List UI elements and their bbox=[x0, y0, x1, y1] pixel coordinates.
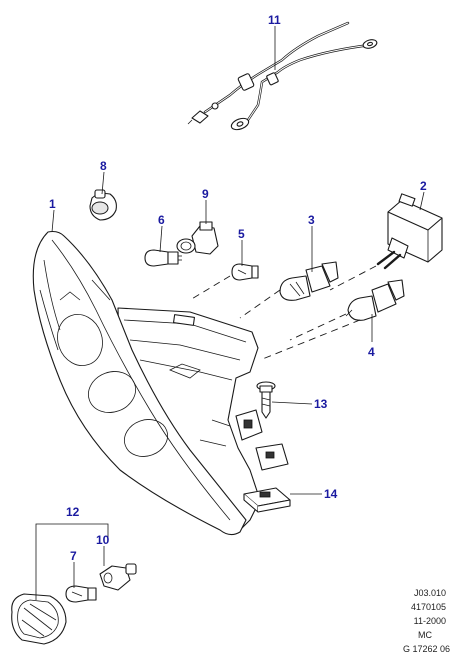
callout-13: 13 bbox=[314, 397, 328, 411]
wiring-harness bbox=[187, 21, 378, 131]
callout-5: 5 bbox=[238, 227, 245, 241]
small-bulb bbox=[144, 249, 182, 267]
leader-lines bbox=[35, 26, 425, 600]
reference-block: J03.010 4170105 11-2000 MC G 17262 06 bbox=[403, 588, 450, 654]
callout-8: 8 bbox=[100, 159, 107, 173]
ref-line-3: 11-2000 bbox=[414, 616, 446, 626]
lamp-assembly bbox=[32, 230, 261, 536]
callout-12: 12 bbox=[66, 505, 80, 519]
nut-plate-14 bbox=[243, 487, 291, 513]
headlamp-bulb-3 bbox=[279, 261, 339, 301]
bulb-holder bbox=[176, 221, 219, 255]
connector-plug bbox=[376, 193, 443, 270]
callouts: 11 8 2 9 1 6 3 5 4 13 14 12 10 7 bbox=[49, 13, 427, 563]
alignment-lines bbox=[189, 265, 377, 361]
ref-line-1: J03.010 bbox=[414, 588, 446, 598]
callout-6: 6 bbox=[158, 213, 165, 227]
capless-bulb bbox=[231, 263, 259, 281]
callout-14: 14 bbox=[324, 487, 338, 501]
ref-line-4: MC bbox=[418, 630, 432, 640]
callout-2: 2 bbox=[420, 179, 427, 193]
callout-3: 3 bbox=[308, 213, 315, 227]
ref-line-2: 4170105 bbox=[411, 602, 446, 612]
callout-9: 9 bbox=[202, 187, 209, 201]
screw-13 bbox=[235, 381, 289, 471]
callout-7: 7 bbox=[70, 549, 77, 563]
ref-line-5: G 17262 06 bbox=[403, 644, 450, 654]
headlamp-bulb-4 bbox=[345, 279, 405, 321]
callout-11: 11 bbox=[268, 13, 281, 27]
callout-1: 1 bbox=[49, 197, 56, 211]
callout-4: 4 bbox=[368, 345, 375, 359]
bulb-socket bbox=[89, 189, 117, 221]
callout-10: 10 bbox=[96, 533, 110, 547]
side-repeater bbox=[11, 563, 137, 645]
